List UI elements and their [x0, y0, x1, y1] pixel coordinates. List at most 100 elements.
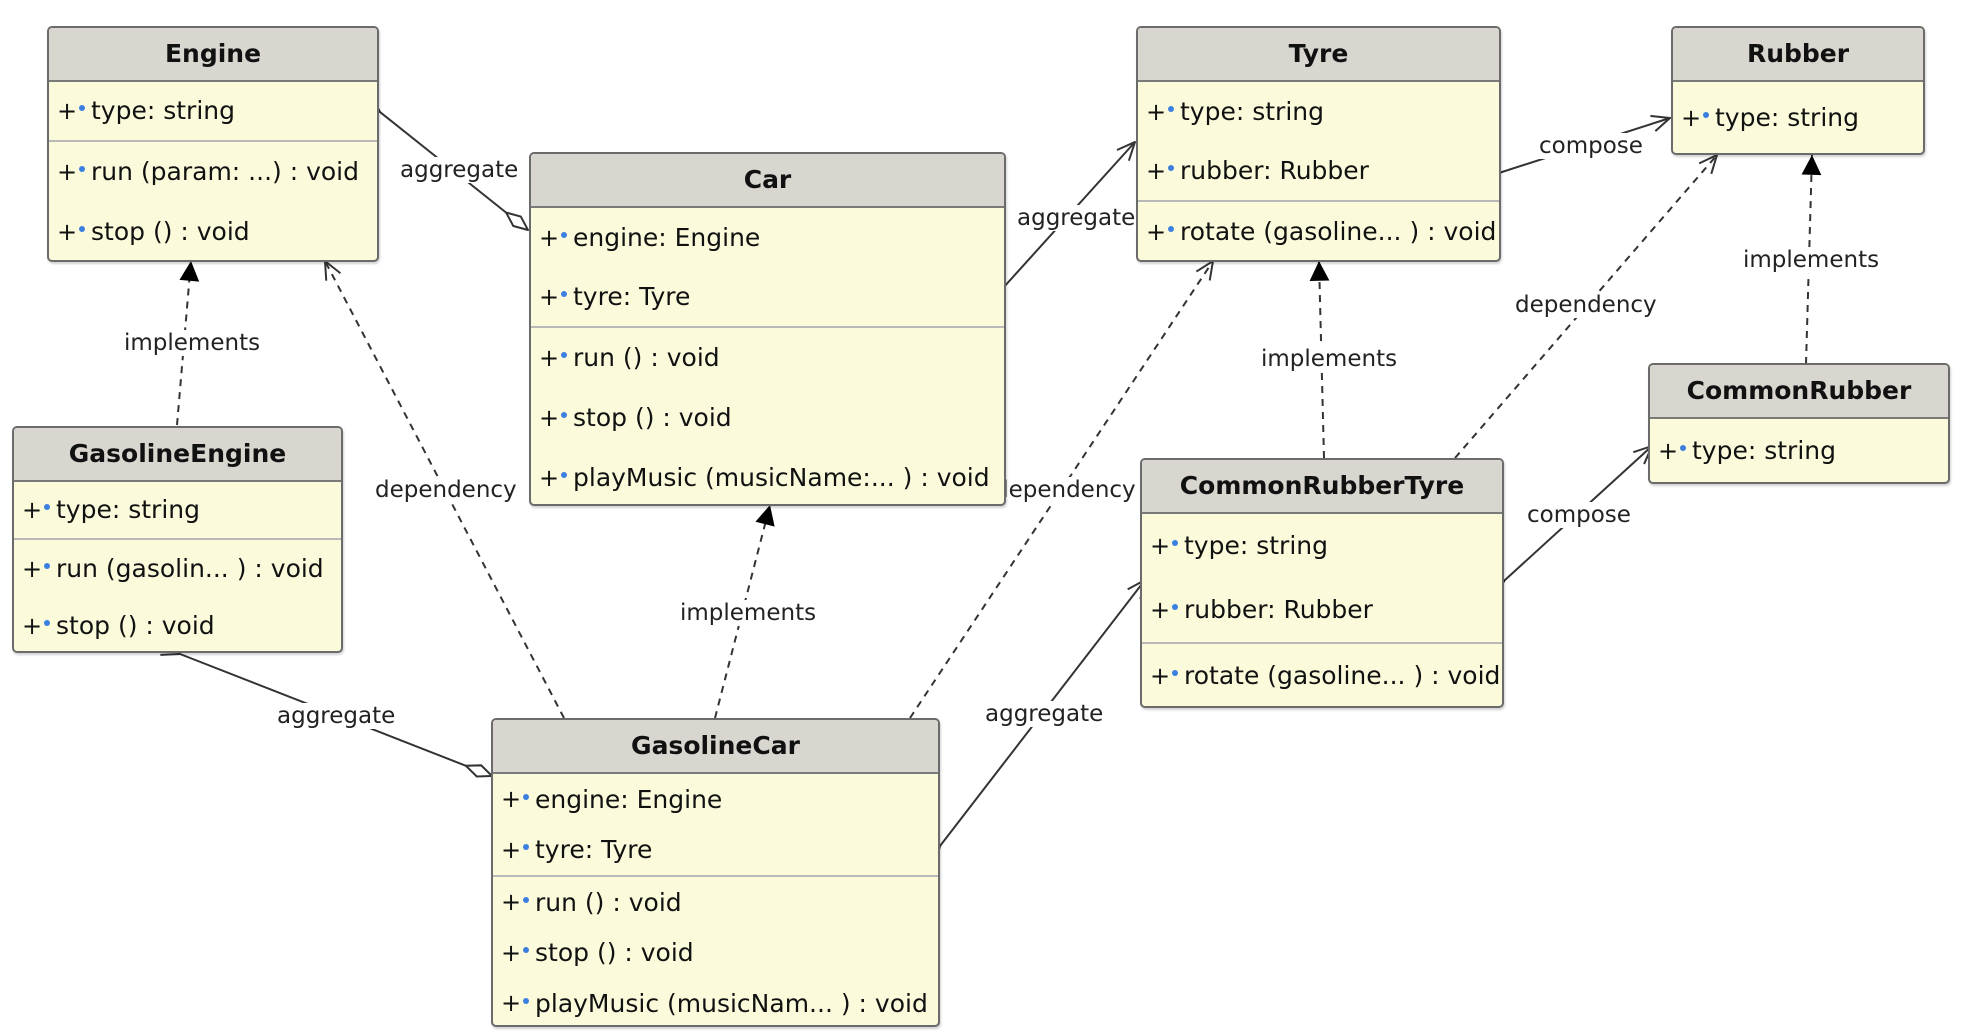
method: + run (param: ...) : void: [49, 142, 377, 202]
method-text: playMusic (musicName:... ) : void: [573, 463, 990, 492]
attribute-text: type: string: [1184, 531, 1328, 560]
class-gasoline-engine[interactable]: GasolineEngine +type: string +run (gasol…: [12, 426, 343, 653]
attribute-dot-icon: [44, 504, 50, 510]
label-common-rubber-rubber: implements: [1741, 247, 1882, 273]
method-text: playMusic (musicNam... ) : void: [535, 989, 928, 1018]
class-name: GasolineCar: [493, 720, 938, 774]
visibility-public: +: [22, 555, 43, 583]
compartment-divider: [493, 875, 938, 877]
method-text: stop () : void: [91, 217, 250, 246]
visibility-public: +: [57, 218, 78, 246]
method: + stop () : void: [531, 388, 1004, 448]
label-car-engine: aggregate: [398, 157, 521, 183]
class-engine[interactable]: Engine + type: string + run (param: ...) :…: [47, 26, 379, 262]
visibility-public: +: [539, 224, 560, 252]
class-name: Engine: [49, 28, 377, 82]
compartment-divider: [14, 538, 341, 540]
edge-common-rubber-tyre-implements-tyre: [1309, 260, 1330, 459]
attribute-dot-icon: [523, 844, 529, 850]
visibility-public: +: [539, 283, 560, 311]
method-dot-icon: [79, 226, 85, 232]
method-text: rotate (gasoline... ) : void: [1180, 217, 1497, 246]
edge-gasoline-car-dependency-engine: [325, 261, 565, 719]
attribute-text: type: string: [1180, 97, 1324, 126]
attribute-text: engine: Engine: [573, 223, 761, 252]
class-common-rubber[interactable]: CommonRubber + type: string: [1648, 363, 1950, 484]
method-text: run () : void: [573, 343, 720, 372]
visibility-public: +: [1146, 98, 1167, 126]
class-tyre[interactable]: Tyre +type: string +rubber: Rubber +rota…: [1136, 26, 1501, 262]
method: +run () : void: [493, 877, 938, 928]
visibility-public: +: [501, 939, 522, 967]
visibility-public: +: [1150, 662, 1171, 690]
class-car[interactable]: Car + engine: Engine + tyre: Tyre + run () …: [529, 152, 1006, 506]
visibility-public: +: [1150, 532, 1171, 560]
visibility-public: +: [539, 404, 560, 432]
label-tyre-rubber: compose: [1537, 133, 1645, 159]
method: + playMusic (musicNam... ) : void: [493, 978, 938, 1025]
method-dot-icon: [44, 620, 50, 626]
attribute-text: type: string: [1692, 436, 1836, 465]
method-dot-icon: [44, 563, 50, 569]
method: +run (gasolin... ) : void: [14, 540, 341, 598]
method-text: rotate (gasoline... ) : void: [1184, 661, 1501, 690]
visibility-public: +: [1150, 596, 1171, 624]
label-gasoline-engine-engine: implements: [122, 330, 263, 356]
label-common-rubber-tyre-rubber: dependency: [1513, 292, 1659, 318]
method-text: stop () : void: [573, 403, 732, 432]
attribute: + engine: Engine: [531, 208, 1004, 268]
attribute-text: tyre: Tyre: [573, 282, 691, 311]
attribute: +tyre: Tyre: [493, 825, 938, 875]
compartment-divider: [531, 326, 1004, 328]
method-dot-icon: [1168, 226, 1174, 232]
class-name: CommonRubber: [1650, 365, 1948, 419]
visibility-public: +: [1658, 437, 1679, 465]
method-text: stop () : void: [535, 938, 694, 967]
method: +playMusic (musicName:... ) : void: [531, 448, 1004, 504]
attribute-dot-icon: [79, 105, 85, 111]
method-dot-icon: [561, 472, 567, 478]
method: + stop () : void: [14, 598, 341, 651]
compartment-divider: [1138, 200, 1499, 202]
class-gasoline-car[interactable]: GasolineCar +engine: Engine +tyre: Tyre …: [491, 718, 940, 1027]
method-dot-icon: [523, 947, 529, 953]
visibility-public: +: [57, 158, 78, 186]
label-gasoline-car-common-rubber-tyre: aggregate: [983, 701, 1106, 727]
method-dot-icon: [79, 166, 85, 172]
label-common-rubber-tyre-common-rubber: compose: [1525, 502, 1633, 528]
attribute-dot-icon: [1168, 165, 1174, 171]
class-name: GasolineEngine: [14, 428, 341, 482]
visibility-public: +: [1681, 104, 1702, 132]
label-gasoline-car-tyre: dependency: [992, 477, 1138, 503]
visibility-public: +: [501, 989, 522, 1017]
visibility-public: +: [22, 612, 43, 640]
label-car-tyre: aggregate: [1015, 205, 1138, 231]
attribute-text: type: string: [91, 96, 235, 125]
attribute-dot-icon: [561, 232, 567, 238]
attribute-text: rubber: Rubber: [1180, 156, 1369, 185]
method-dot-icon: [523, 997, 529, 1004]
attribute: +engine: Engine: [493, 774, 938, 825]
method-text: stop () : void: [56, 611, 215, 640]
label-gasoline-car-engine: dependency: [373, 477, 519, 503]
attribute-dot-icon: [1168, 106, 1174, 112]
class-name: Car: [531, 154, 1004, 208]
attribute-dot-icon: [1172, 540, 1178, 546]
attribute: + type: string: [1138, 82, 1499, 142]
method-text: run (param: ...) : void: [91, 157, 359, 186]
attribute: + type: string: [49, 82, 377, 140]
method: + stop () : void: [49, 202, 377, 260]
class-common-rubber-tyre[interactable]: CommonRubberTyre +type: string +rubber: …: [1140, 458, 1504, 708]
attribute-dot-icon: [1680, 445, 1686, 451]
method-text: run () : void: [535, 888, 682, 917]
class-rubber[interactable]: Rubber +type: string: [1671, 26, 1925, 155]
attribute-text: rubber: Rubber: [1184, 595, 1373, 624]
label-gasoline-car-car: implements: [678, 600, 819, 626]
method-dot-icon: [561, 412, 567, 418]
attribute: +rubber: Rubber: [1138, 142, 1499, 200]
visibility-public: +: [22, 496, 43, 524]
visibility-public: +: [57, 97, 78, 125]
attribute-dot-icon: [561, 291, 567, 297]
attribute: + rubber: Rubber: [1142, 578, 1502, 642]
visibility-public: +: [1146, 218, 1167, 246]
